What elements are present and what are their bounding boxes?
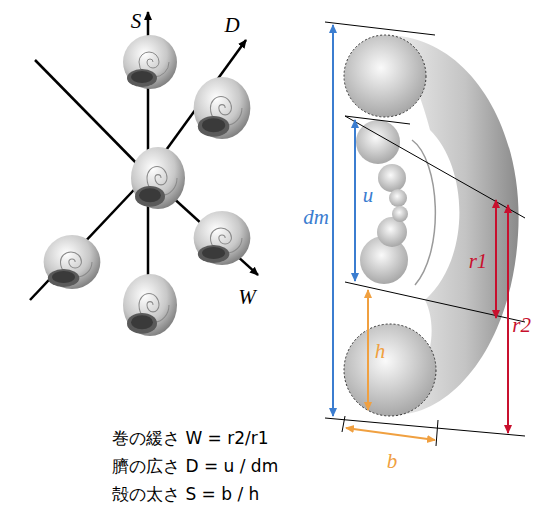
dimension-label: r1 <box>469 250 488 273</box>
axis-label: D <box>224 14 239 37</box>
formula-text: 巻の緩さ W = r2/r1 <box>112 429 269 448</box>
dimension-label: dm <box>303 206 329 229</box>
dimension-label: h <box>375 340 386 363</box>
dimension-label: u <box>363 184 374 207</box>
formula-text: 殻の太さ S = b / h <box>112 485 259 504</box>
dimension-label: r2 <box>512 314 531 337</box>
dimension-label: b <box>387 450 398 473</box>
formula-text: 臍の広さ D = u / dm <box>112 457 278 476</box>
axis-label: S <box>131 10 142 33</box>
axis-label: W <box>238 286 256 309</box>
